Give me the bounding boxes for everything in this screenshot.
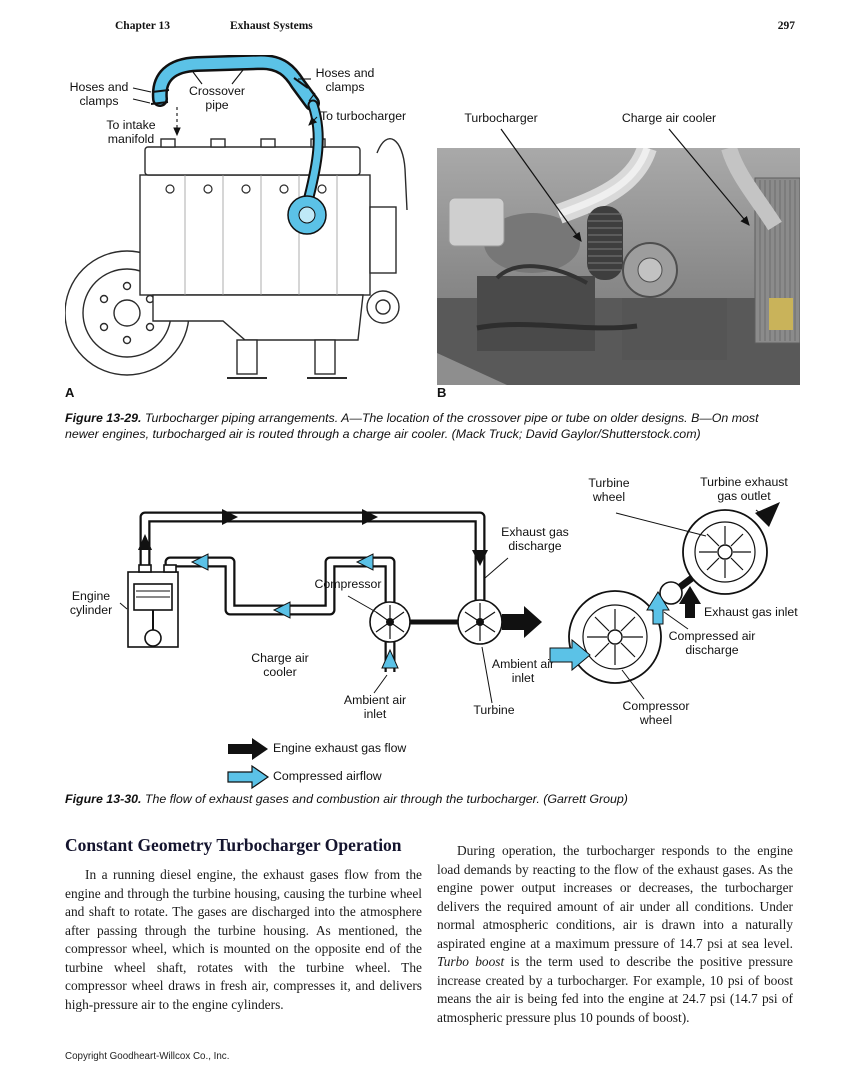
figure-13-29-caption-label: Figure 13-29. <box>65 411 142 425</box>
figure-13-29: Hoses and clamps Crossover pipe Hoses an… <box>65 55 800 405</box>
section-heading: Constant Geometry Turbocharger Operation <box>65 835 402 855</box>
figure-13-29-caption-text: Turbocharger piping arrangements. A—The … <box>65 411 759 441</box>
legend-arrows <box>227 738 270 790</box>
figure-13-30-caption: Figure 13-30. The flow of exhaust gases … <box>65 792 792 808</box>
body-column-left: In a running diesel engine, the exhaust … <box>65 866 422 1014</box>
crossover-pipe-shape <box>151 55 324 203</box>
panel-letter-a: A <box>65 385 75 400</box>
label-ambient-air-inlet-left: Ambient air inlet <box>343 693 407 721</box>
paragraph-left: In a running diesel engine, the exhaust … <box>65 867 422 1012</box>
exhaust-flow-arrows <box>138 502 780 638</box>
turbocharger-shape <box>287 195 327 235</box>
turbo-hose-photo-shape <box>587 206 623 280</box>
label-turbine: Turbine <box>473 703 515 717</box>
label-turbine-exhaust-gas-outlet: Turbine exhaust gas outlet <box>700 475 788 503</box>
label-charge-air-cooler-photo: Charge air cooler <box>621 111 717 125</box>
body-column-right: During operation, the turbocharger respo… <box>437 842 793 1027</box>
chapter-label: Chapter 13 <box>115 20 171 32</box>
figure-13-30: Engine cylinder Compressor Exhaust gas d… <box>60 472 805 790</box>
label-hoses-and-clamps-left: Hoses and clamps <box>69 80 129 108</box>
paragraph-right-part1: During operation, the turbocharger respo… <box>437 843 793 951</box>
figure-a-engine-drawing <box>65 55 408 379</box>
injector-row <box>165 184 327 194</box>
diagram-pointer-lines <box>119 509 768 704</box>
engine-detail-lines <box>184 175 338 295</box>
figure-13-30-caption-label: Figure 13-30. <box>65 792 142 806</box>
copyright-line: Copyright Goodheart-Willcox Co., Inc. <box>65 1051 230 1062</box>
figure-b-engine-photo <box>437 148 800 385</box>
label-exhaust-gas-inlet: Exhaust gas inlet <box>704 605 798 619</box>
label-turbine-wheel: Turbine wheel <box>588 476 630 504</box>
hose-clamps <box>150 77 309 105</box>
label-to-turbocharger: To turbocharger <box>320 109 407 123</box>
panel-letter-b: B <box>437 385 447 400</box>
legend-exhaust-label: Engine exhaust gas flow <box>273 741 407 755</box>
turbo-flow-diagram <box>119 502 780 790</box>
legend-compressed-label: Compressed airflow <box>273 769 382 783</box>
page-number: 297 <box>777 20 795 32</box>
label-to-intake-manifold: To intake manifold <box>106 118 156 146</box>
figure-a-pointer-lines <box>132 69 318 137</box>
figure-13-29-caption: Figure 13-29. Turbocharger piping arrang… <box>65 411 792 442</box>
label-ambient-air-inlet-right: Ambient air inlet <box>491 657 555 685</box>
label-hoses-and-clamps-right: Hoses and clamps <box>315 66 375 94</box>
label-engine-cylinder: Engine cylinder <box>69 589 113 617</box>
legend-exhaust-arrow <box>228 738 268 760</box>
figure-13-30-caption-text: The flow of exhaust gases and combustion… <box>144 792 628 806</box>
paragraph-right-term: Turbo boost <box>437 954 505 969</box>
engine-cylinder-drawing <box>127 564 179 648</box>
chapter-title: Exhaust Systems <box>230 20 313 32</box>
label-crossover-pipe: Crossover pipe <box>188 84 246 112</box>
compressor-wheel-blades <box>587 609 643 665</box>
paragraph-right-part2: is the term used to describe the positiv… <box>437 954 793 1025</box>
label-turbocharger: Turbocharger <box>464 111 538 125</box>
label-charge-air-cooler: Charge air cooler <box>251 651 309 679</box>
label-compressor: Compressor <box>314 577 382 591</box>
flow-pipes <box>139 511 486 672</box>
legend-compressed-arrow <box>227 764 270 790</box>
compressed-flow-arrows <box>190 553 670 672</box>
turbine-wheel-blades <box>699 526 751 578</box>
label-compressor-wheel: Compressor wheel <box>622 699 690 727</box>
turbo-assembly-small <box>369 599 503 645</box>
label-compressed-air-discharge: Compressed air discharge <box>668 629 756 657</box>
label-exhaust-gas-discharge: Exhaust gas discharge <box>501 525 569 553</box>
engine-line-art <box>65 138 408 379</box>
turbocharger-cutaway <box>568 509 768 684</box>
